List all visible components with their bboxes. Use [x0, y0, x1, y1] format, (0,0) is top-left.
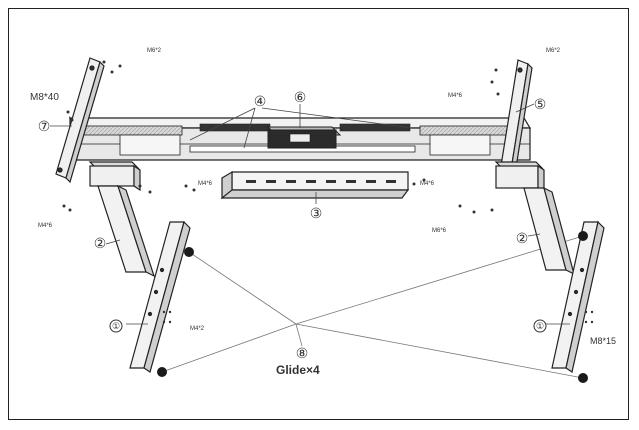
label-m4x6-left: M4*6 [38, 223, 53, 229]
callout-2-right: ② [516, 230, 529, 246]
glide-right-front [578, 373, 588, 383]
callout-5: ⑤ [534, 96, 547, 112]
callout-leaders [50, 103, 570, 325]
diagram-frame [8, 8, 629, 420]
left-foot [129, 220, 191, 373]
glide-left-front [157, 367, 167, 377]
label-m8x40: M8*40 [30, 92, 59, 103]
control-box [266, 126, 342, 149]
label-m6x6-right: M6*6 [432, 228, 447, 234]
callout-6: ⑥ [294, 89, 307, 105]
callout-1-left: ① [112, 321, 120, 331]
callout-2-left: ② [94, 235, 107, 251]
callout-1-left-circle [109, 319, 123, 333]
glide-left-rear [184, 247, 194, 257]
label-m8x15: M8*15 [590, 336, 616, 346]
right-column [523, 186, 575, 276]
right-column-top [494, 161, 545, 194]
callout-7-left: ⑦ [38, 118, 51, 134]
callout-circles [109, 319, 547, 333]
left-column [97, 184, 156, 278]
left-column-top [88, 161, 141, 192]
callout-1-right-circle [533, 319, 547, 333]
glide-leader-lines [161, 235, 584, 379]
screw-marks [62, 60, 594, 324]
label-glide: Glide×4 [276, 363, 320, 377]
label-m6x2-top-left: M6*2 [147, 48, 162, 54]
right-foot [551, 220, 605, 373]
callout-8: ⑧ [296, 345, 309, 361]
label-m4x6-mid-left: M4*6 [198, 181, 213, 187]
label-m6x2-top-right: M6*2 [546, 48, 561, 54]
callout-1-right: ① [536, 321, 544, 331]
label-m4x2-leg: M4*2 [190, 326, 205, 332]
label-m4x6-mid-right: M4*6 [420, 181, 435, 187]
callout-4: ④ [254, 93, 267, 109]
left-side-bracket [55, 57, 105, 184]
glide-right-rear [578, 231, 588, 241]
lower-rail [220, 170, 410, 200]
callout-3: ③ [310, 205, 323, 221]
label-m4x6-top: M4*6 [448, 93, 463, 99]
glides [157, 231, 588, 383]
